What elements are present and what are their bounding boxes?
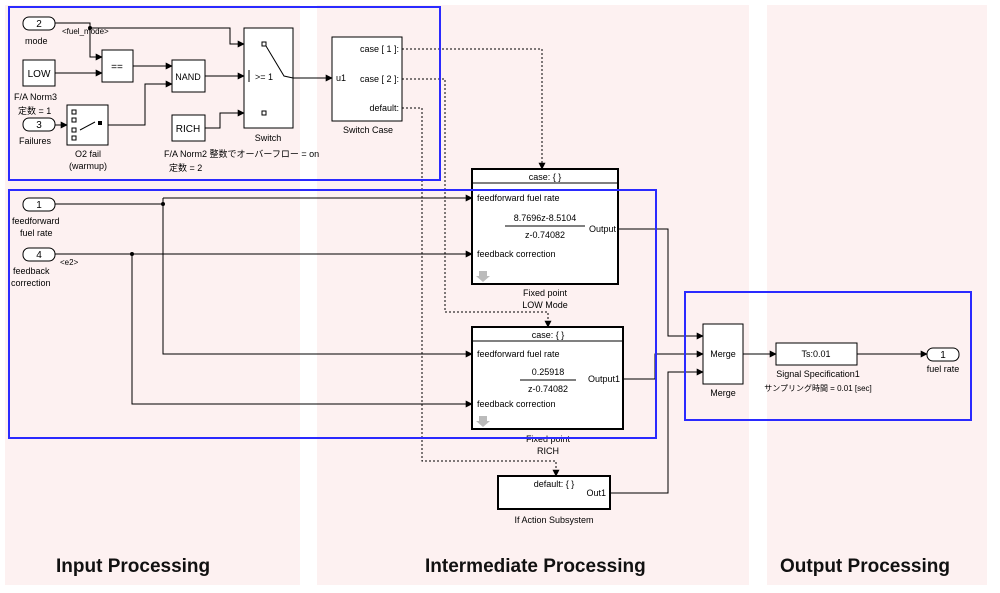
input-logic-frame xyxy=(8,6,441,181)
rich-constant-block[interactable]: RICH F/A Norm2 整数でオーバーフロー = on 定数 = 2 xyxy=(164,114,319,173)
inport-mode[interactable]: 2 mode xyxy=(22,16,56,46)
svg-text:correction: correction xyxy=(11,278,51,288)
if-action-subsystem[interactable]: default: { } Out1 If Action Subsystem xyxy=(497,475,611,525)
svg-text:z-0.74082: z-0.74082 xyxy=(525,230,565,240)
svg-text:RICH: RICH xyxy=(176,124,200,135)
rich-mode-subsystem[interactable]: case: { } feedforward fuel rate 0.25918 … xyxy=(471,326,624,456)
svg-text:u1: u1 xyxy=(336,73,346,83)
svg-text:Signal Specification1: Signal Specification1 xyxy=(776,369,860,379)
fuel-rate-frame xyxy=(8,189,657,439)
svg-text:default: { }: default: { } xyxy=(534,479,575,489)
switch-block[interactable]: >= 1 Switch xyxy=(243,27,294,143)
inport-failures[interactable]: 3 Failures xyxy=(19,117,56,146)
svg-text:Merge: Merge xyxy=(710,349,736,359)
svg-text:(warmup): (warmup) xyxy=(69,161,107,171)
svg-text:NAND: NAND xyxy=(175,72,201,82)
output-processing-panel xyxy=(767,5,987,585)
svg-text:RICH: RICH xyxy=(537,446,559,456)
svg-text:default:: default: xyxy=(369,103,399,113)
output-frame xyxy=(684,291,972,421)
svg-text:8.7696z-8.5104: 8.7696z-8.5104 xyxy=(514,213,577,223)
svg-text:0.25918: 0.25918 xyxy=(532,367,565,377)
svg-text:>= 1: >= 1 xyxy=(255,72,273,82)
svg-text:case: { }: case: { } xyxy=(529,172,562,182)
inport-feedforward-fuel-rate[interactable]: 1 feedforward fuel rate xyxy=(12,197,60,238)
svg-text:3: 3 xyxy=(36,120,42,131)
svg-text:Output: Output xyxy=(589,224,617,234)
svg-text:fuel rate: fuel rate xyxy=(927,364,960,374)
svg-text:O2 fail: O2 fail xyxy=(75,149,101,159)
merge-block[interactable]: Merge Merge xyxy=(702,323,744,398)
svg-text:4: 4 xyxy=(36,250,42,261)
signal-label-fuel-mode: <fuel_mode> xyxy=(62,27,109,36)
relational-operator-block[interactable]: == xyxy=(101,49,134,83)
svg-text:mode: mode xyxy=(25,36,48,46)
svg-text:If Action Subsystem: If Action Subsystem xyxy=(514,515,593,525)
signal-lines xyxy=(55,22,928,494)
svg-text:case [ 1 ]:: case [ 1 ]: xyxy=(360,44,399,54)
svg-text:定数 = 2: 定数 = 2 xyxy=(169,162,202,173)
svg-text:fuel rate: fuel rate xyxy=(20,228,53,238)
svg-text:1: 1 xyxy=(36,200,42,211)
inport-feedback-correction[interactable]: 4 feedback correction xyxy=(11,247,56,288)
svg-text:2: 2 xyxy=(36,19,42,30)
svg-text:Switch Case: Switch Case xyxy=(343,125,393,135)
intermediate-processing-title: Intermediate Processing xyxy=(425,556,646,577)
switch-case-block[interactable]: u1 case [ 1 ]: case [ 2 ]: default: Swit… xyxy=(331,36,403,135)
input-processing-title: Input Processing xyxy=(56,556,211,577)
svg-text:F/A Norm2 整数でオーバーフロー = on: F/A Norm2 整数でオーバーフロー = on xyxy=(164,148,319,159)
svg-text:サンプリング時間 = 0.01 [sec]: サンプリング時間 = 0.01 [sec] xyxy=(764,383,872,393)
svg-text:Merge: Merge xyxy=(710,388,736,398)
svg-text:Ts:0.01: Ts:0.01 xyxy=(801,349,830,359)
signal-specification-block[interactable]: Ts:0.01 Signal Specification1 サンプリング時間 =… xyxy=(764,342,872,393)
svg-text:case [ 2 ]:: case [ 2 ]: xyxy=(360,74,399,84)
svg-text:feedback correction: feedback correction xyxy=(477,399,556,409)
svg-text:Out1: Out1 xyxy=(586,488,606,498)
svg-text:Fixed point: Fixed point xyxy=(523,288,568,298)
svg-text:Failures: Failures xyxy=(19,136,52,146)
svg-text:Output1: Output1 xyxy=(588,374,620,384)
svg-text:feedforward fuel rate: feedforward fuel rate xyxy=(477,193,560,203)
svg-text:feedback correction: feedback correction xyxy=(477,249,556,259)
output-processing-title: Output Processing xyxy=(780,556,950,577)
low-constant-block[interactable]: LOW F/A Norm3 定数 = 1 xyxy=(14,59,57,116)
svg-text:1: 1 xyxy=(940,350,946,361)
svg-text:feedforward: feedforward xyxy=(12,216,60,226)
svg-text:LOW Mode: LOW Mode xyxy=(522,300,568,310)
outport-fuel-rate[interactable]: 1 fuel rate xyxy=(926,347,960,374)
svg-text:z-0.74082: z-0.74082 xyxy=(528,384,568,394)
svg-text:LOW: LOW xyxy=(28,69,51,80)
svg-text:feedback: feedback xyxy=(13,266,50,276)
svg-text:Switch: Switch xyxy=(255,133,282,143)
low-mode-subsystem[interactable]: case: { } feedforward fuel rate 8.7696z-… xyxy=(471,168,619,310)
svg-text:feedforward fuel rate: feedforward fuel rate xyxy=(477,349,560,359)
svg-text:case: { }: case: { } xyxy=(532,330,565,340)
svg-text:定数 = 1: 定数 = 1 xyxy=(18,105,51,116)
svg-text:==: == xyxy=(111,62,123,73)
svg-text:F/A Norm3: F/A Norm3 xyxy=(14,92,57,102)
o2-fail-switch-block[interactable]: O2 fail (warmup) xyxy=(66,104,109,171)
nand-block[interactable]: NAND xyxy=(171,59,206,93)
signal-label-e2: <e2> xyxy=(60,258,79,267)
